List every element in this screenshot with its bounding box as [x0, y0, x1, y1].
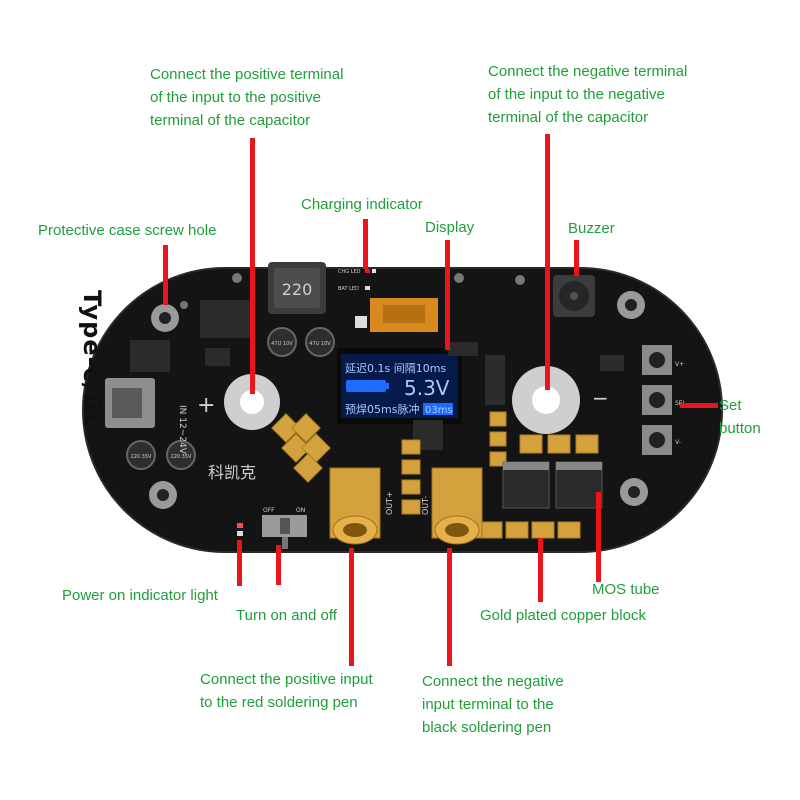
vplus-label: V+ [675, 361, 684, 368]
gold-copper-blocks [271, 411, 599, 539]
vminus-label: V- [675, 439, 681, 446]
leader-neg-input [545, 134, 550, 390]
mos-tube-right [555, 461, 603, 509]
label-mos-tube: MOS tube [592, 581, 660, 598]
display-line3: 预焊05ms脉冲 [345, 402, 419, 416]
button-down [642, 425, 672, 455]
out-pos-label: OUT+ [385, 491, 394, 515]
positive-capacitor-pad [224, 374, 280, 430]
buzzer [553, 275, 595, 317]
leader-power-light [237, 540, 242, 586]
type-c-port [105, 378, 155, 428]
chg-led-text: CHG LED [338, 269, 361, 275]
type-c-dc-label: Type-c/Dc [78, 290, 106, 429]
input-voltage-label: IN 12~24V [177, 405, 187, 455]
mos-tube-left [502, 461, 550, 509]
leader-black-pen [447, 548, 452, 666]
button-sel [642, 385, 672, 415]
leader-switch [276, 545, 281, 585]
display-battery-bar [346, 380, 386, 392]
switch-on-label: ON [296, 507, 305, 514]
output-connector-positive [329, 467, 381, 545]
label-switch: Turn on and off [236, 607, 337, 624]
bat-led-text: BAT LED [338, 286, 359, 292]
power-led [237, 523, 243, 528]
output-connector-negative [431, 467, 483, 545]
leader-buzzer [574, 240, 579, 276]
display-line1: 延迟0.1s 间隔10ms [345, 362, 446, 375]
label-display: Display [425, 219, 475, 236]
label-pos-input: Connect the positive terminal of the inp… [150, 66, 344, 129]
leader-pos-input [250, 138, 255, 394]
leader-copper-block [538, 538, 543, 602]
oled-display: 延迟0.1s 间隔10ms 5.3V 预焊05ms脉冲 03ms [337, 348, 462, 424]
screw-hole-bottom-right [620, 478, 648, 506]
leader-screw-hole [163, 245, 168, 305]
label-power-light: Power on indicator light [62, 587, 218, 604]
display-highlight: 03ms [425, 405, 453, 416]
label-set-button: Set button [719, 397, 761, 437]
display-voltage: 5.3V [404, 376, 450, 400]
screw-hole-bottom-left [149, 481, 177, 509]
label-copper-block: Gold plated copper block [480, 607, 646, 624]
power-switch [262, 515, 307, 549]
svg-text:47U 10V: 47U 10V [309, 341, 331, 347]
minus-sign: − [592, 386, 609, 410]
label-black-pen: Connect the negative input terminal to t… [422, 673, 564, 736]
leader-set-button [680, 403, 718, 408]
svg-text:47U 10V: 47U 10V [271, 341, 293, 347]
brand-text: 科凯克 [208, 463, 256, 482]
leader-charging [363, 219, 368, 269]
charge-led-red [365, 269, 370, 273]
leader-mos-tube [596, 492, 601, 582]
label-screw-hole: Protective case screw hole [38, 222, 217, 239]
label-buzzer: Buzzer [568, 220, 615, 237]
capacitor-47u-1: 47U 10V [267, 327, 297, 357]
plus-sign: + [197, 393, 215, 418]
inductor-value: 220 [282, 280, 313, 299]
capacitor-220u-2: 220 35V [166, 440, 196, 470]
screw-hole-top-right [617, 291, 645, 319]
svg-text:220 35V: 220 35V [171, 454, 192, 460]
switch-off-label: OFF [263, 507, 275, 514]
negative-capacitor-pad [512, 366, 580, 434]
inductor: 220 [268, 262, 326, 314]
leader-display [445, 240, 450, 350]
regulator-chip [200, 300, 255, 338]
svg-text:220 35V: 220 35V [131, 454, 152, 460]
label-red-pen: Connect the positive input to the red so… [200, 671, 373, 711]
capacitor-47u-2: 47U 10V [305, 327, 335, 357]
screw-hole-top-left [151, 304, 179, 332]
out-neg-label: OUT- [421, 496, 430, 515]
leader-red-pen [349, 548, 354, 666]
capacitor-220u-1: 220 35V [126, 440, 156, 470]
label-charging: Charging indicator [301, 196, 423, 213]
button-up [642, 345, 672, 375]
label-neg-input: Connect the negative terminal of the inp… [488, 63, 688, 126]
